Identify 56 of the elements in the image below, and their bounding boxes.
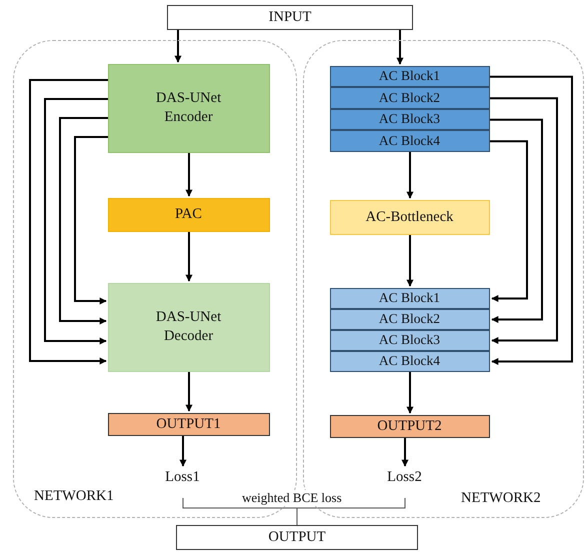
node-label: OUTPUT2 <box>377 416 442 436</box>
output-box <box>108 412 270 436</box>
io-box <box>167 5 413 30</box>
arrow <box>490 76 573 365</box>
network-label: NETWORK2 <box>461 490 541 507</box>
output-box <box>330 414 490 438</box>
node-label: AC-Bottleneck <box>366 208 454 226</box>
bracket-line <box>296 498 406 526</box>
bottleneck-box <box>330 200 490 234</box>
network-label: NETWORK1 <box>34 488 114 505</box>
io-box <box>176 525 418 550</box>
arrow <box>396 30 404 65</box>
arrow <box>406 235 414 287</box>
block-box <box>330 350 490 372</box>
arrow <box>406 372 414 414</box>
arrow <box>29 79 108 364</box>
loss-label: weighted BCE loss <box>240 490 344 506</box>
block-box <box>330 108 490 130</box>
node-label: AC Block4 <box>378 352 440 370</box>
block-box <box>330 288 490 308</box>
arrow <box>186 372 192 412</box>
arrow <box>44 98 108 344</box>
arrow <box>406 152 414 199</box>
node-label: Loss1 <box>165 468 200 487</box>
node-label: DAS-UNet Encoder <box>154 89 222 127</box>
block-box <box>330 87 490 108</box>
block-box <box>330 308 490 330</box>
node-label: AC Block1 <box>378 67 440 86</box>
arrow <box>180 436 186 467</box>
encoder-box <box>108 64 270 152</box>
arrow <box>490 140 528 302</box>
arrow <box>402 438 408 467</box>
node-label: AC Block1 <box>378 289 440 307</box>
arrow <box>186 153 192 197</box>
node-label: Loss2 <box>387 468 422 487</box>
node-label: AC Block2 <box>378 88 440 107</box>
node-label: INPUT <box>268 8 312 27</box>
node-label: OUTPUT <box>268 528 326 547</box>
arrow <box>74 136 108 304</box>
arrow <box>59 117 108 324</box>
node-label: OUTPUT1 <box>156 414 221 434</box>
node-label: AC Block3 <box>378 331 440 349</box>
arrow <box>490 97 558 344</box>
node-label: AC Block4 <box>378 132 440 150</box>
block-box <box>330 66 490 87</box>
node-label: AC Block2 <box>378 310 440 328</box>
node-label: DAS-UNet Decoder <box>154 308 222 346</box>
node-label: PAC <box>175 205 202 224</box>
block-box <box>330 330 490 350</box>
node-label: AC Block3 <box>378 110 440 128</box>
arrow <box>174 30 182 63</box>
arrow <box>186 232 192 282</box>
block-box <box>330 130 490 152</box>
module-box <box>108 198 270 232</box>
arrow <box>490 118 543 323</box>
decoder-box <box>108 282 270 372</box>
